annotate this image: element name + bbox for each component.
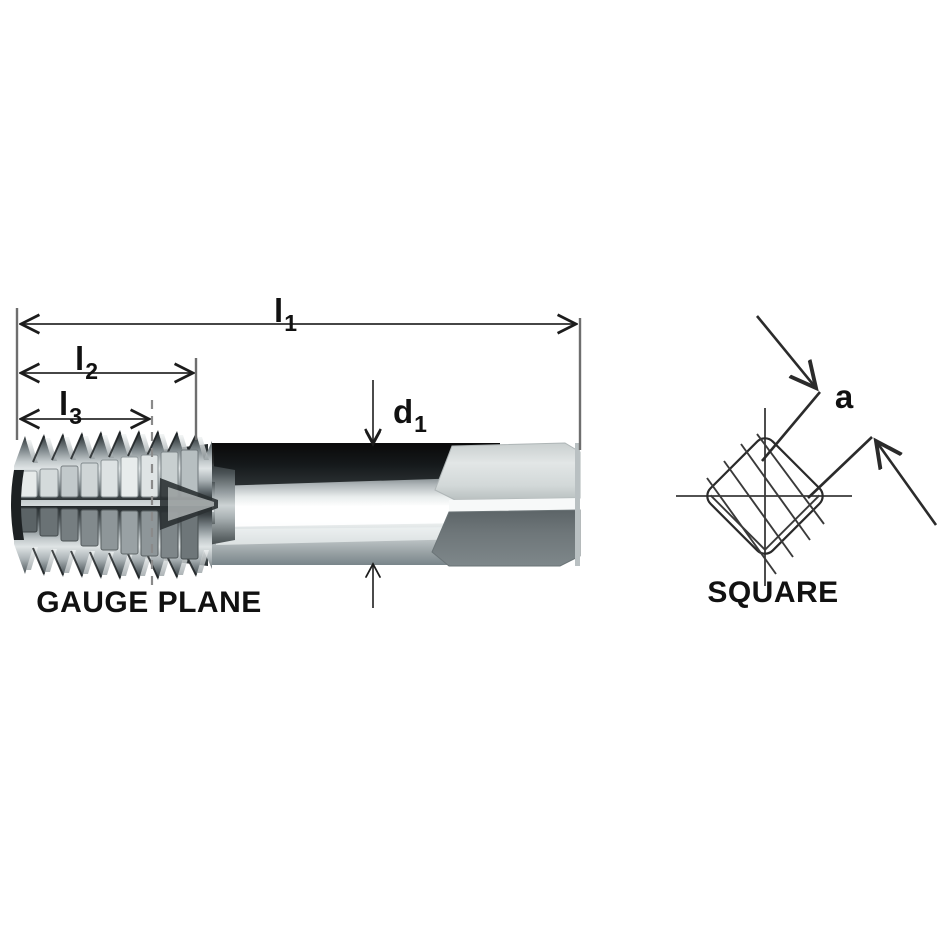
square-drive-gap [449, 498, 580, 512]
tap-tip-face [11, 470, 24, 540]
square-caption: SQUARE [707, 576, 838, 609]
l1-label: l1 [274, 292, 297, 336]
a-label: a [835, 378, 854, 415]
square-shape [706, 437, 824, 555]
square-drive-lower-facet [431, 509, 581, 567]
d1-arrowhead-top [365, 431, 381, 447]
square-outline [706, 437, 824, 555]
a-leader-upper [755, 315, 816, 388]
dimension-l1: l1 [15, 292, 582, 450]
square-drive-upper-facet [434, 442, 581, 501]
cone-point-highlight [168, 487, 214, 521]
dimension-d1: d1 [364, 380, 427, 608]
dimension-l2: l2 [21, 340, 198, 440]
gauge-plane-caption: GAUGE PLANE [36, 586, 262, 619]
shank-highlight-soft [216, 527, 470, 545]
shank-highlight [216, 505, 470, 527]
square-hatching [706, 433, 825, 575]
dimension-l3: l3 [21, 385, 149, 429]
tap-body-illustration [11, 430, 581, 580]
square-inner-edge [709, 494, 821, 552]
a-leader-lower-tail [807, 436, 873, 499]
square-drive-end-edge [575, 443, 580, 566]
a-leader-upper-tail [761, 391, 821, 462]
square-dimension-leaders [755, 315, 938, 526]
shank-flute-shadow [214, 444, 466, 486]
d1-arrowhead-bottom [365, 562, 381, 578]
l2-label: l2 [75, 340, 98, 384]
square-detail-view: a SQUARE [676, 315, 938, 609]
a-leader-lower [876, 441, 938, 526]
l3-label: l3 [59, 385, 82, 429]
d1-label: d1 [393, 393, 427, 437]
